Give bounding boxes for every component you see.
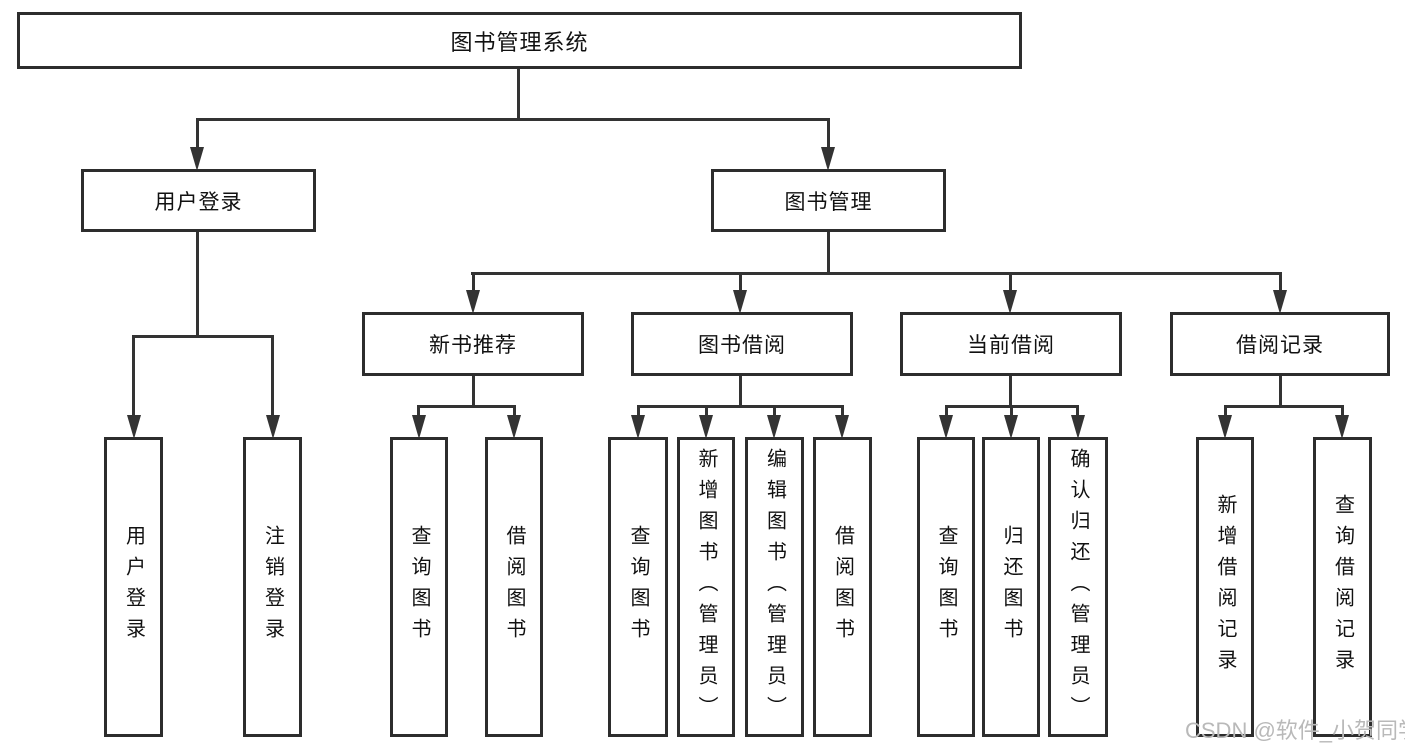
arrowhead-down-icon (733, 290, 747, 314)
connector-drop-book-management (827, 118, 830, 150)
leaf-return-books: 归还图书 (982, 437, 1040, 737)
connector-group-stub (1009, 376, 1012, 408)
connector-drop-book-borrow (739, 272, 742, 294)
leaf-label: 查询图书 (408, 525, 430, 649)
leaf-query-books-1: 查询图书 (390, 437, 448, 737)
connector-drop (1341, 405, 1344, 419)
connector-drop-borrow-record (1279, 272, 1282, 294)
connector-drop-login-leaf (132, 335, 135, 417)
leaf-query-books-3: 查询图书 (917, 437, 975, 737)
arrowhead-down-icon (1335, 415, 1349, 439)
arrowhead-down-icon (767, 415, 781, 439)
connector-user-login-stub (196, 232, 199, 338)
connector-drop-logout-leaf (271, 335, 274, 417)
connector-drop (417, 405, 420, 419)
node-user-login-branch: 用户登录 (81, 169, 316, 232)
arrowhead-down-icon (835, 415, 849, 439)
leaf-label: 归还图书 (1000, 525, 1022, 649)
arrowhead-down-icon (266, 415, 280, 439)
node-borrowing-records: 借阅记录 (1170, 312, 1390, 376)
connector-drop-user-login (196, 118, 199, 150)
connector-drop (1076, 405, 1079, 419)
leaf-label: 借阅图书 (831, 525, 854, 649)
arrowhead-down-icon (190, 147, 204, 171)
connector-drop (637, 405, 640, 419)
arrowhead-down-icon (507, 415, 521, 439)
connector-group-hline (1224, 405, 1344, 408)
leaf-label: 确认归还（管理员） (1067, 447, 1089, 727)
leaf-label: 编辑图书（管理员） (763, 447, 786, 727)
arrowhead-down-icon (1004, 415, 1018, 439)
connector-drop (513, 405, 516, 419)
leaf-label: 借阅图书 (503, 525, 525, 649)
node-book-management: 图书管理 (711, 169, 946, 232)
leaf-label: 查询图书 (627, 525, 649, 649)
node-new-book-recommend: 新书推荐 (362, 312, 584, 376)
leaf-label: 注销登录 (261, 525, 284, 649)
leaf-label: 新增图书（管理员） (695, 447, 717, 727)
connector-book-mgmt-hline (471, 272, 1282, 275)
arrowhead-down-icon (939, 415, 953, 439)
leaf-label: 用户登录 (122, 525, 145, 649)
node-current-borrowing: 当前借阅 (900, 312, 1122, 376)
leaf-query-borrow-record: 查询借阅记录 (1313, 437, 1372, 737)
connector-drop-current-borrow (1009, 272, 1012, 294)
csdn-watermark: CSDN @软件_小贺同学 (1185, 718, 1405, 743)
leaf-borrow-books-2: 借阅图书 (813, 437, 872, 737)
connector-group-hline (637, 405, 844, 408)
arrowhead-down-icon (631, 415, 645, 439)
arrowhead-down-icon (821, 147, 835, 171)
arrowhead-down-icon (1071, 415, 1085, 439)
leaf-add-books-admin: 新增图书（管理员） (677, 437, 735, 737)
connector-drop (1224, 405, 1227, 419)
leaf-label: 查询图书 (935, 525, 957, 649)
connector-root-stub (517, 69, 520, 118)
arrowhead-down-icon (466, 290, 480, 314)
connector-user-login-hline (132, 335, 274, 338)
leaf-label: 查询借阅记录 (1331, 494, 1354, 680)
connector-drop-new-book (472, 272, 475, 294)
node-library-management-system: 图书管理系统 (17, 12, 1022, 69)
connector-drop (773, 405, 776, 419)
arrowhead-down-icon (1218, 415, 1232, 439)
leaf-borrow-books-1: 借阅图书 (485, 437, 543, 737)
connector-book-mgmt-stub (827, 232, 830, 275)
leaf-label: 新增借阅记录 (1214, 494, 1236, 680)
leaf-query-books-2: 查询图书 (608, 437, 668, 737)
leaf-confirm-return-admin: 确认归还（管理员） (1048, 437, 1108, 737)
connector-root-hline (196, 118, 830, 121)
connector-drop (841, 405, 844, 419)
node-book-borrowing: 图书借阅 (631, 312, 853, 376)
leaf-logout: 注销登录 (243, 437, 302, 737)
connector-drop (945, 405, 948, 419)
connector-drop (705, 405, 708, 419)
leaf-add-borrow-record: 新增借阅记录 (1196, 437, 1254, 737)
arrowhead-down-icon (1003, 290, 1017, 314)
leaf-user-login: 用户登录 (104, 437, 163, 737)
arrowhead-down-icon (412, 415, 426, 439)
connector-drop (1010, 405, 1013, 419)
connector-group-stub (739, 376, 742, 408)
arrowhead-down-icon (1273, 290, 1287, 314)
arrowhead-down-icon (127, 415, 141, 439)
leaf-edit-books-admin: 编辑图书（管理员） (745, 437, 804, 737)
connector-group-hline (418, 405, 516, 408)
arrowhead-down-icon (699, 415, 713, 439)
connector-group-stub (472, 376, 475, 408)
connector-group-stub (1279, 376, 1282, 408)
